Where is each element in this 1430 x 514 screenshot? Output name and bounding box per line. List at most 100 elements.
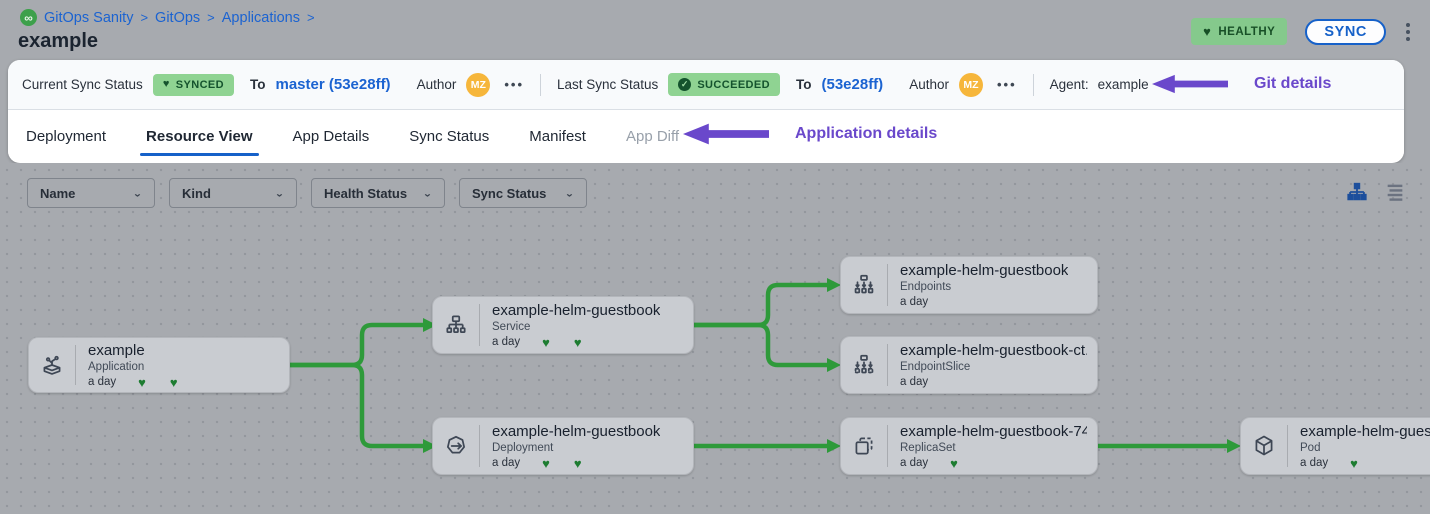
node-age: a day — [900, 376, 928, 388]
heart-icon: ♥ — [1350, 457, 1358, 470]
tree-view-icon[interactable] — [1346, 181, 1368, 203]
pod-icon — [1241, 433, 1287, 459]
kebab-menu-icon[interactable] — [1404, 21, 1412, 43]
page-title: example — [18, 30, 98, 53]
author-label: Author — [909, 77, 949, 92]
resource-node-application[interactable]: example Application a day ♥♥ — [28, 337, 290, 393]
node-kind: Deployment — [492, 442, 660, 454]
left-arrow-icon — [683, 122, 769, 146]
more-options-icon[interactable]: ••• — [997, 77, 1017, 92]
node-kind: EndpointSlice — [900, 361, 1087, 373]
node-title: example-helm-guest — [1300, 423, 1430, 440]
health-heart-icons: ♥♥ — [138, 376, 177, 389]
heart-icon: ♥ — [950, 457, 958, 470]
resource-node-pod[interactable]: example-helm-guest Pod a day ♥ — [1240, 417, 1430, 475]
view-toggles — [1346, 181, 1406, 203]
node-kind: Service — [492, 321, 660, 333]
sync-status-bar: Current Sync Status ♥ SYNCED To master (… — [8, 60, 1404, 110]
node-age: a day — [900, 296, 928, 308]
tabs-bar: Deployment Resource View App Details Syn… — [8, 110, 1404, 162]
heart-icon: ♥ — [542, 336, 550, 349]
node-age: a day — [1300, 457, 1328, 469]
node-age: a day — [492, 457, 520, 469]
list-view-icon[interactable] — [1384, 181, 1406, 203]
tab-app-details[interactable]: App Details — [293, 110, 370, 162]
node-kind: Pod — [1300, 442, 1430, 454]
endpoints-icon — [841, 272, 887, 298]
tab-app-diff[interactable]: App Diff — [626, 110, 679, 162]
tab-deployment[interactable]: Deployment — [26, 110, 106, 162]
name-filter-label: Name — [40, 186, 75, 201]
succeeded-badge: ✓ SUCCEEDED — [668, 73, 780, 96]
chevron-down-icon: ⌄ — [275, 188, 284, 198]
breadcrumb-separator: > — [207, 10, 215, 25]
service-icon — [433, 312, 479, 338]
last-commit-link[interactable]: (53e28ff) — [821, 76, 883, 93]
heart-icon: ♥ — [1203, 25, 1211, 38]
git-details-annotation-text: Git details — [1254, 75, 1331, 93]
tab-manifest[interactable]: Manifest — [529, 110, 586, 162]
breadcrumb-separator: > — [140, 10, 148, 25]
synced-badge-label: SYNCED — [176, 79, 224, 91]
health-status-filter-dropdown[interactable]: Health Status ⌄ — [311, 178, 445, 208]
heart-icon: ♥ — [574, 457, 582, 470]
heart-icon: ♥ — [163, 79, 170, 90]
to-label: To — [796, 77, 812, 92]
health-heart-icons: ♥ — [1350, 457, 1358, 470]
more-options-icon[interactable]: ••• — [504, 77, 524, 92]
author-avatar[interactable]: MZ — [466, 73, 490, 97]
application-details-annotation: Application details — [683, 122, 937, 146]
node-kind: Endpoints — [900, 281, 1068, 293]
current-commit-link[interactable]: master (53e28ff) — [276, 76, 391, 93]
author-label: Author — [417, 77, 457, 92]
chevron-down-icon: ⌄ — [133, 188, 142, 198]
resource-node-replicaset[interactable]: example-helm-guestbook-74... ReplicaSet … — [840, 417, 1098, 475]
agent-value: example — [1098, 77, 1149, 92]
breadcrumb-gitops-sanity[interactable]: GitOps Sanity — [44, 10, 133, 26]
application-details-card: Current Sync Status ♥ SYNCED To master (… — [8, 60, 1404, 163]
deployment-icon — [433, 433, 479, 459]
author-avatar[interactable]: MZ — [959, 73, 983, 97]
synced-badge: ♥ SYNCED — [153, 74, 234, 96]
node-age: a day — [900, 457, 928, 469]
resource-node-service[interactable]: example-helm-guestbook Service a day ♥♥ — [432, 296, 694, 354]
node-kind: Application — [88, 361, 178, 373]
node-title: example-helm-guestbook-74... — [900, 423, 1087, 440]
health-heart-icons: ♥♥ — [542, 457, 581, 470]
resource-node-deployment[interactable]: example-helm-guestbook Deployment a day … — [432, 417, 694, 475]
health-status-filter-label: Health Status — [324, 186, 407, 201]
heart-icon: ♥ — [542, 457, 550, 470]
node-title: example-helm-guestbook — [492, 423, 660, 440]
sync-status-filter-dropdown[interactable]: Sync Status ⌄ — [459, 178, 587, 208]
left-arrow-icon — [1152, 73, 1228, 95]
health-heart-icons: ♥♥ — [542, 336, 581, 349]
filter-bar: Name ⌄ Kind ⌄ Health Status ⌄ Sync Statu… — [27, 178, 587, 208]
health-badge-label: HEALTHY — [1218, 26, 1275, 38]
git-details-annotation: Git details — [1152, 73, 1331, 95]
resource-node-endpoints[interactable]: example-helm-guestbook Endpoints a day — [840, 256, 1098, 314]
heart-icon: ♥ — [138, 376, 146, 389]
heart-icon: ♥ — [170, 376, 178, 389]
name-filter-dropdown[interactable]: Name ⌄ — [27, 178, 155, 208]
resource-node-endpointslice[interactable]: example-helm-guestbook-ct... EndpointSli… — [840, 336, 1098, 394]
succeeded-badge-label: SUCCEEDED — [697, 79, 770, 91]
breadcrumb-gitops[interactable]: GitOps — [155, 10, 200, 26]
heart-icon: ♥ — [574, 336, 582, 349]
agent-label: Agent: — [1050, 77, 1089, 92]
breadcrumb-applications[interactable]: Applications — [222, 10, 300, 26]
breadcrumb-separator: > — [307, 10, 315, 25]
node-title: example-helm-guestbook — [900, 262, 1068, 279]
kind-filter-label: Kind — [182, 186, 211, 201]
node-title: example-helm-guestbook-ct... — [900, 342, 1087, 359]
chevron-down-icon: ⌄ — [565, 188, 574, 198]
check-circle-icon: ✓ — [678, 78, 691, 91]
kind-filter-dropdown[interactable]: Kind ⌄ — [169, 178, 297, 208]
sync-button[interactable]: SYNC — [1305, 19, 1386, 45]
chevron-down-icon: ⌄ — [423, 188, 432, 198]
node-age: a day — [88, 376, 116, 388]
tab-sync-status[interactable]: Sync Status — [409, 110, 489, 162]
application-details-annotation-text: Application details — [795, 125, 937, 143]
to-label: To — [250, 77, 266, 92]
tab-resource-view[interactable]: Resource View — [146, 110, 252, 162]
